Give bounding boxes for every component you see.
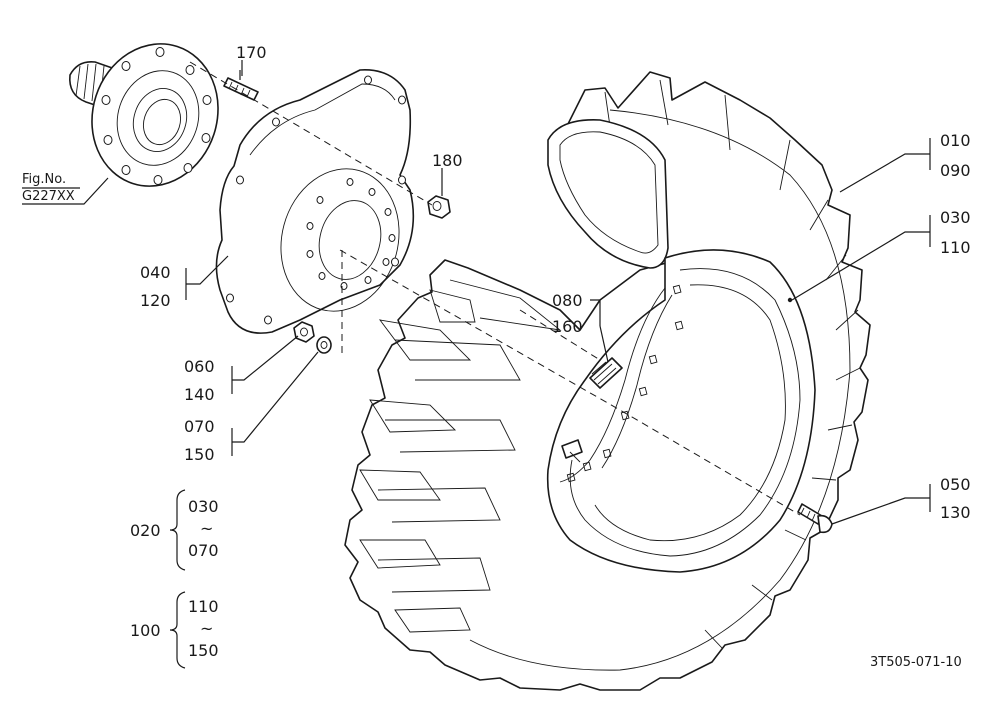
callout-150: 150 xyxy=(184,445,215,464)
assembly-center-lines xyxy=(189,61,801,516)
decal-label xyxy=(589,357,623,389)
wheel-disc-bolt-holes xyxy=(306,178,396,290)
bolt-050 xyxy=(797,503,833,534)
callout-050: 050 xyxy=(940,475,971,494)
callout-180: 180 xyxy=(432,151,463,170)
hub-axle xyxy=(69,43,219,187)
fig-ref-title: Fig.No. xyxy=(22,172,66,187)
tire-valve xyxy=(561,439,583,463)
hub-flange xyxy=(91,43,219,187)
callout-130: 130 xyxy=(940,503,971,522)
callout-040: 040 xyxy=(140,263,171,282)
callout-030: 030 xyxy=(940,208,971,227)
callout-170: 170 xyxy=(236,43,267,62)
callout-090: 090 xyxy=(940,161,971,180)
wheel-disc xyxy=(215,69,415,334)
fig-ref-code: G227XX xyxy=(22,189,75,204)
group-100-tilde: ~ xyxy=(200,619,213,638)
tire-sidewall xyxy=(469,109,851,671)
rim-well xyxy=(594,284,786,542)
callout-060: 060 xyxy=(184,357,215,376)
stud-bolt xyxy=(223,77,259,101)
wheel-disc-outer-holes xyxy=(226,75,406,325)
wheel-disc-dish xyxy=(280,168,400,312)
rim-outer xyxy=(546,249,816,573)
callout-labels: Fig.No. G227XX 170 180 010 090 030 110 0… xyxy=(22,43,971,670)
group-braces xyxy=(169,489,186,669)
rim xyxy=(546,249,816,573)
drawing-number: 3T505-071-10 xyxy=(870,655,962,670)
nut-060 xyxy=(293,321,315,343)
group-020-from: 030 xyxy=(188,497,219,516)
tire-lugs xyxy=(359,279,562,633)
hub-bolt-holes xyxy=(101,47,212,185)
callout-140: 140 xyxy=(184,385,215,404)
washer-070 xyxy=(316,336,332,354)
group-020-id: 020 xyxy=(130,521,161,540)
tire-section-inner xyxy=(559,131,659,254)
wheel-disc-outline xyxy=(215,69,415,334)
leader-lines xyxy=(22,60,931,525)
callout-070: 070 xyxy=(184,417,215,436)
callout-160: 160 xyxy=(552,317,583,336)
group-100-id: 100 xyxy=(130,621,161,640)
callout-010: 010 xyxy=(940,131,971,150)
tire-lugs-right xyxy=(604,79,861,649)
group-020-tilde: ~ xyxy=(200,519,213,538)
rim-center-edge-2 xyxy=(601,294,673,469)
group-100-from: 110 xyxy=(188,597,219,616)
callout-080: 080 xyxy=(552,291,583,310)
rim-marker-dot xyxy=(787,297,793,303)
tire-section xyxy=(547,119,669,269)
group-100-to: 150 xyxy=(188,641,219,660)
callout-120: 120 xyxy=(140,291,171,310)
rim-flange xyxy=(569,268,801,557)
wheel-disc-center-hole xyxy=(318,200,382,280)
nut-180 xyxy=(427,195,451,219)
wheel-disc-rim-line xyxy=(249,83,396,156)
group-020-to: 070 xyxy=(188,541,219,560)
rim-center-edge xyxy=(559,287,666,483)
callout-110: 110 xyxy=(940,238,971,257)
